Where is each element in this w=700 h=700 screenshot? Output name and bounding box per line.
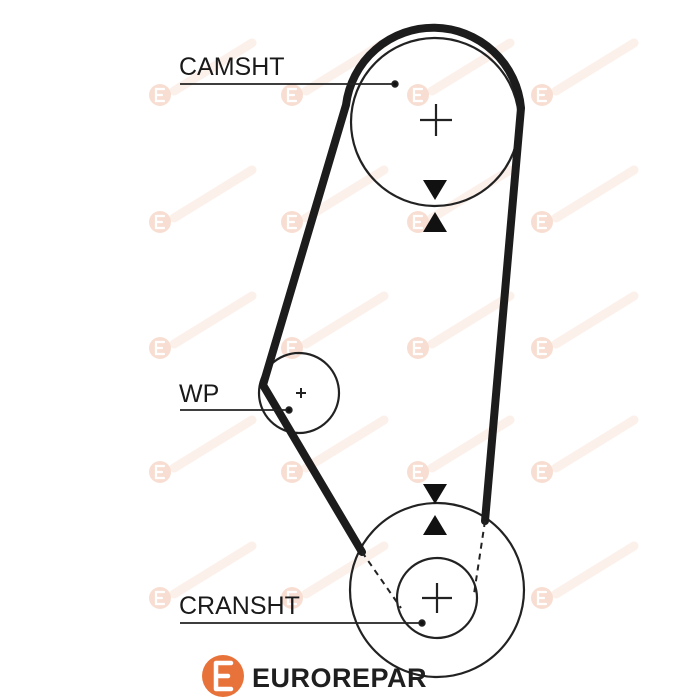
watermark-logo-mark	[154, 214, 166, 230]
eurorepar-logo: EUROREPAR	[202, 655, 427, 697]
watermark-logo-mark	[536, 87, 548, 103]
watermark-band	[551, 165, 639, 223]
watermark-logo-mark	[536, 340, 548, 356]
watermark-band	[551, 415, 639, 473]
watermark-logo-mark	[412, 214, 424, 230]
camshaft-label: CAMSHT	[179, 53, 285, 81]
crankshaft-pulley	[348, 501, 526, 679]
watermark-logo-mark	[536, 590, 548, 606]
watermark-band	[427, 291, 515, 349]
watermark-logo-mark	[536, 464, 548, 480]
watermark-band	[169, 415, 257, 473]
watermark-layer	[149, 38, 639, 609]
watermark-logo-mark	[154, 464, 166, 480]
watermark-logo-mark	[286, 87, 298, 103]
water-pump-pulley	[257, 351, 341, 435]
watermark-logo-mark	[154, 340, 166, 356]
water-pump-label: WP	[179, 380, 219, 408]
watermark-logo-mark	[412, 340, 424, 356]
crankshaft-label: CRANSHT	[179, 592, 300, 620]
watermark-band	[169, 291, 257, 349]
camshaft-leader-dot	[391, 80, 399, 88]
eurorepar-e-icon	[202, 655, 244, 697]
belt-hidden-right	[473, 520, 486, 595]
watermark-band	[169, 38, 257, 96]
watermark-band	[301, 291, 389, 349]
watermark-band	[551, 291, 639, 349]
water-pump-center-mark	[296, 388, 306, 398]
crankshaft-leader-dot	[418, 619, 426, 627]
watermark-logo-mark	[154, 87, 166, 103]
watermark-logo-mark	[412, 87, 424, 103]
watermark-band	[551, 541, 639, 599]
camshaft-timing-mark	[423, 180, 447, 232]
watermark-band	[427, 415, 515, 473]
watermark-logo-mark	[286, 214, 298, 230]
crankshaft-hub	[395, 556, 479, 640]
watermark-band	[169, 165, 257, 223]
camshaft-center-mark	[420, 104, 452, 136]
timing-belt	[259, 23, 525, 556]
watermark-logo-mark	[536, 214, 548, 230]
watermark-band	[551, 38, 639, 96]
watermark-band	[301, 541, 389, 599]
crankshaft-timing-mark	[423, 484, 447, 535]
belt-hidden-left	[361, 551, 402, 609]
brand-name: EUROREPAR	[252, 663, 427, 693]
crankshaft-center-mark	[422, 583, 452, 613]
watermark-logo-mark	[412, 464, 424, 480]
watermark-logo-mark	[154, 590, 166, 606]
watermark-band	[301, 415, 389, 473]
water-pump-leader-dot	[285, 406, 293, 414]
watermark-band	[169, 541, 257, 599]
watermark-logo-mark	[286, 590, 298, 606]
watermark-logo-mark	[286, 464, 298, 480]
